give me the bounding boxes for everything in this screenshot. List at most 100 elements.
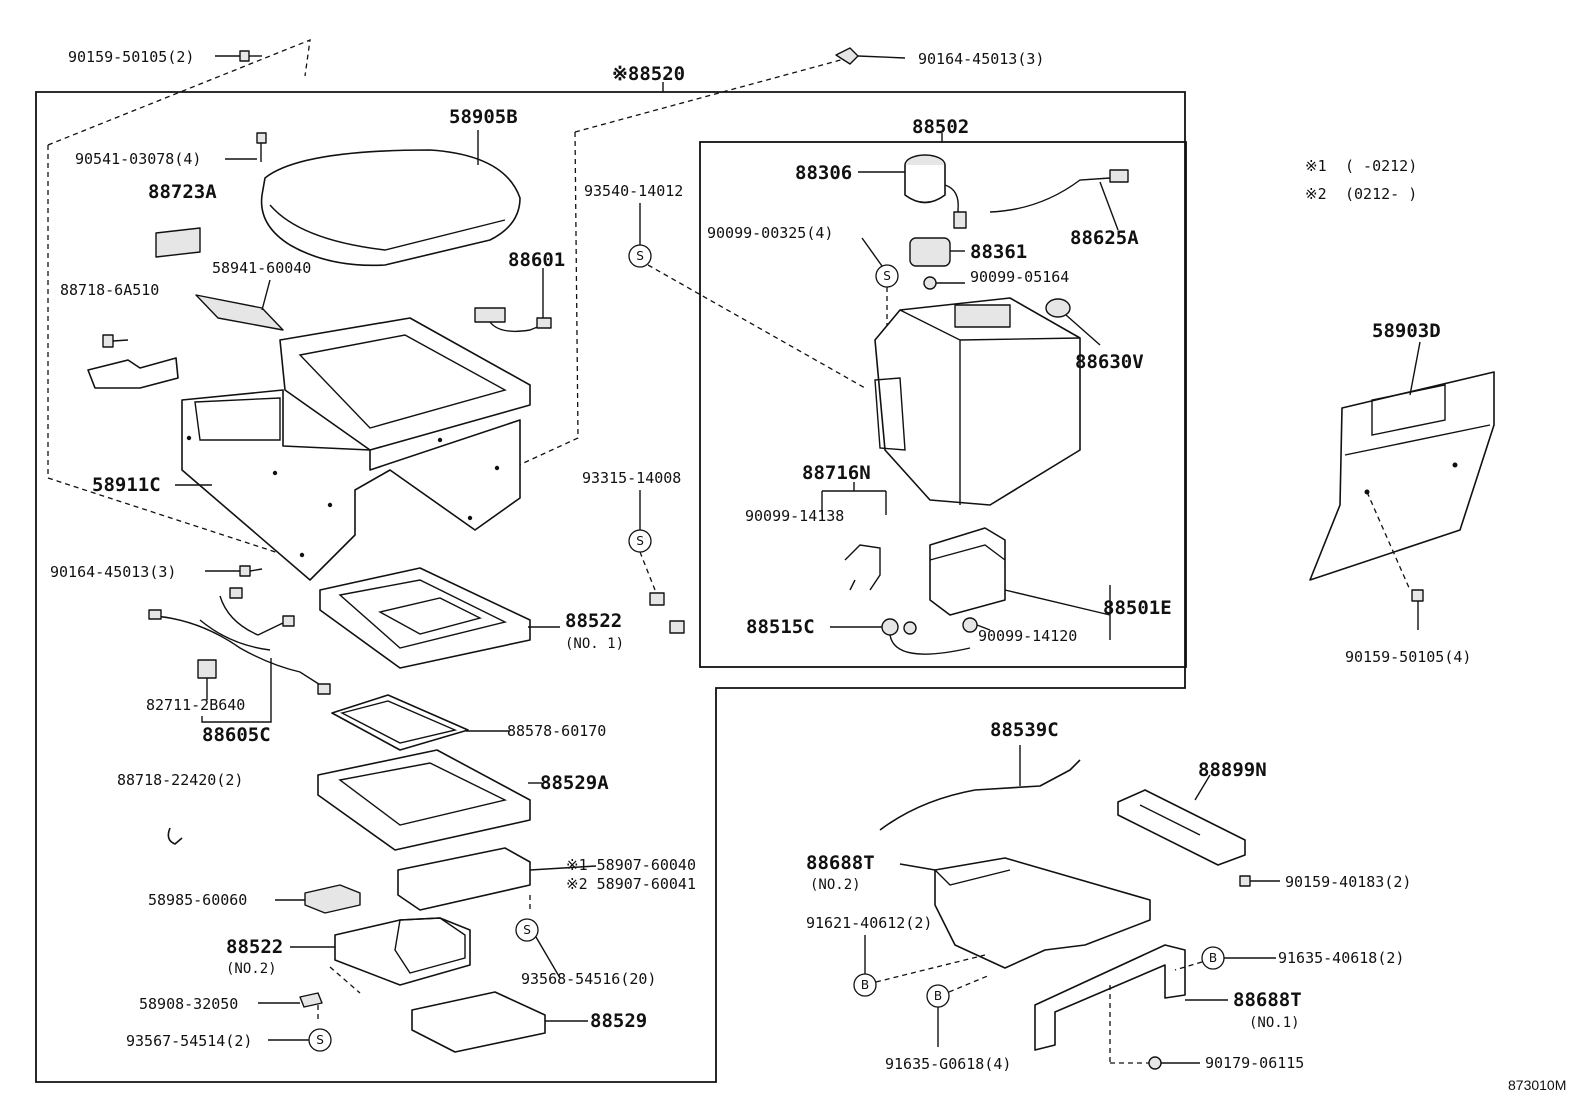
valve-88515c [830, 617, 991, 655]
callout-93315-14008: 93315-14008 [582, 469, 681, 487]
callout-88716n: 88716N [802, 462, 871, 484]
s-mark-label: S [316, 1033, 324, 1047]
callout-88723a: 88723A [148, 181, 217, 203]
callout-88625a: 88625A [1070, 227, 1139, 249]
blower-housing [874, 297, 1081, 506]
panel-58903d [1309, 341, 1495, 630]
callout-88515c: 88515C [746, 616, 815, 638]
sensor-wire-88625a [989, 169, 1129, 231]
evaporator-88501e [929, 527, 1111, 640]
bracket-88688t-no2 [899, 857, 1151, 969]
b-mark-label: B [934, 989, 942, 1003]
callout-58903d: 58903D [1372, 320, 1441, 342]
callout-88688t-no1: 88688T [1233, 989, 1302, 1011]
callout-58907-60041: ※2 58907-60041 [566, 875, 696, 893]
legend-mark-2: ※2 [1305, 185, 1327, 203]
bracket-88688t-no1 [1034, 944, 1228, 1051]
s-mark-label: S [883, 269, 891, 283]
bracket-58907 [397, 847, 597, 911]
blower-frame [699, 141, 1187, 668]
b-mark-icon: B [926, 974, 991, 1047]
callout-90159-50105: 90159-50105(2) [68, 48, 194, 66]
outer-frame [35, 91, 1186, 1083]
callout-no2: (NO.2) [226, 961, 277, 977]
callout-88605c: 88605C [202, 724, 271, 746]
callout-88306: 88306 [795, 162, 852, 184]
s-mark-icon: S [515, 918, 561, 979]
s-mark-icon: S [628, 203, 866, 389]
blower-motor [858, 154, 967, 229]
callout-91621-40612: 91621-40612(2) [806, 914, 932, 932]
callout-88539c: 88539C [990, 719, 1059, 741]
tray-88899n [1117, 774, 1280, 887]
s-mark-label: S [523, 923, 531, 937]
callout-90099-05164: 90099-05164 [970, 268, 1069, 286]
callout-90179-06115: 90179-06115 [1205, 1054, 1304, 1072]
callout-93540-14012: 93540-14012 [584, 182, 683, 200]
callout-90159-40183: 90159-40183(2) [1285, 873, 1411, 891]
callout-58985-60060: 58985-60060 [148, 891, 247, 909]
callout-88501e: 88501E [1103, 597, 1172, 619]
callout-88688t-no2: 88688T [806, 852, 875, 874]
legend-range-2: (0212- ) [1345, 185, 1417, 203]
b-mark-icon: B [853, 935, 986, 997]
strip-58941 [195, 294, 284, 331]
screw-icon [215, 50, 262, 62]
connector-88630v [1045, 298, 1101, 346]
callout-82711-2b640: 82711-2B640 [146, 696, 245, 714]
callout-93567-54514: 93567-54514(2) [126, 1032, 252, 1050]
callout-88630v: 88630V [1075, 351, 1144, 373]
callout-90164-45013-top: 90164-45013(3) [918, 50, 1044, 68]
callout-88361: 88361 [970, 241, 1027, 263]
callout-88529: 88529 [590, 1010, 647, 1032]
fan-88361 [909, 237, 965, 290]
callout-88578-60170: 88578-60170 [507, 722, 606, 740]
pad-88723a [155, 227, 201, 258]
callout-90159-50105-4: 90159-50105(4) [1345, 648, 1471, 666]
callout-58905b: 58905B [449, 106, 518, 128]
s-mark-icon: S [268, 1028, 332, 1052]
callout-90099-00325: 90099-00325(4) [707, 224, 833, 242]
s-mark-icon: S [861, 237, 899, 330]
switch-88601 [474, 268, 552, 333]
b-mark-icon: B [1174, 946, 1276, 971]
legend-range-1: ( -0212) [1345, 157, 1417, 175]
callout-58907-60040: ※1 58907-60040 [566, 856, 696, 874]
callout-88601: 88601 [508, 249, 565, 271]
console-dash-outline [47, 38, 849, 561]
callout-88899n: 88899N [1198, 759, 1267, 781]
box-88522-no2 [290, 917, 471, 994]
bolt-icon [225, 132, 267, 162]
hose-88716n [821, 482, 887, 591]
callout-91635-g0618: 91635-G0618(4) [885, 1055, 1011, 1073]
tray-88529 [411, 991, 546, 1053]
callout-88718-22420: 88718-22420(2) [117, 771, 243, 789]
callout-88718-6a510: 88718-6A510 [60, 281, 159, 299]
latch-icon [87, 334, 179, 389]
clip-icon [649, 592, 665, 606]
clip-icon [835, 47, 906, 65]
tray-88522-no1 [319, 567, 560, 669]
callout-assembly-88520: ※88520 [612, 63, 685, 85]
callout-88522-no2: 88522 [226, 936, 283, 958]
callout-88502: 88502 [912, 116, 969, 138]
screw-icon [205, 565, 263, 577]
tray-88529a [317, 749, 542, 851]
duct-88539c [879, 745, 1081, 831]
clip-icon [167, 827, 183, 845]
callout-no2b: (NO.2) [810, 877, 861, 893]
b-mark-label: B [861, 978, 869, 992]
callout-91635-40618: 91635-40618(2) [1278, 949, 1404, 967]
clip-58908 [299, 992, 323, 1008]
s-mark-label: S [636, 534, 644, 548]
callout-90541-03078: 90541-03078(4) [75, 150, 201, 168]
gasket-88578 [331, 694, 469, 751]
bracket-58985 [304, 884, 361, 914]
callout-90099-14120: 90099-14120 [978, 627, 1077, 645]
console-box [181, 317, 531, 581]
s-mark-icon: S [628, 490, 656, 591]
figure-code: 873010M [1508, 1077, 1566, 1093]
callout-no1b: (NO.1) [1249, 1015, 1300, 1031]
clip-icon [669, 620, 685, 634]
